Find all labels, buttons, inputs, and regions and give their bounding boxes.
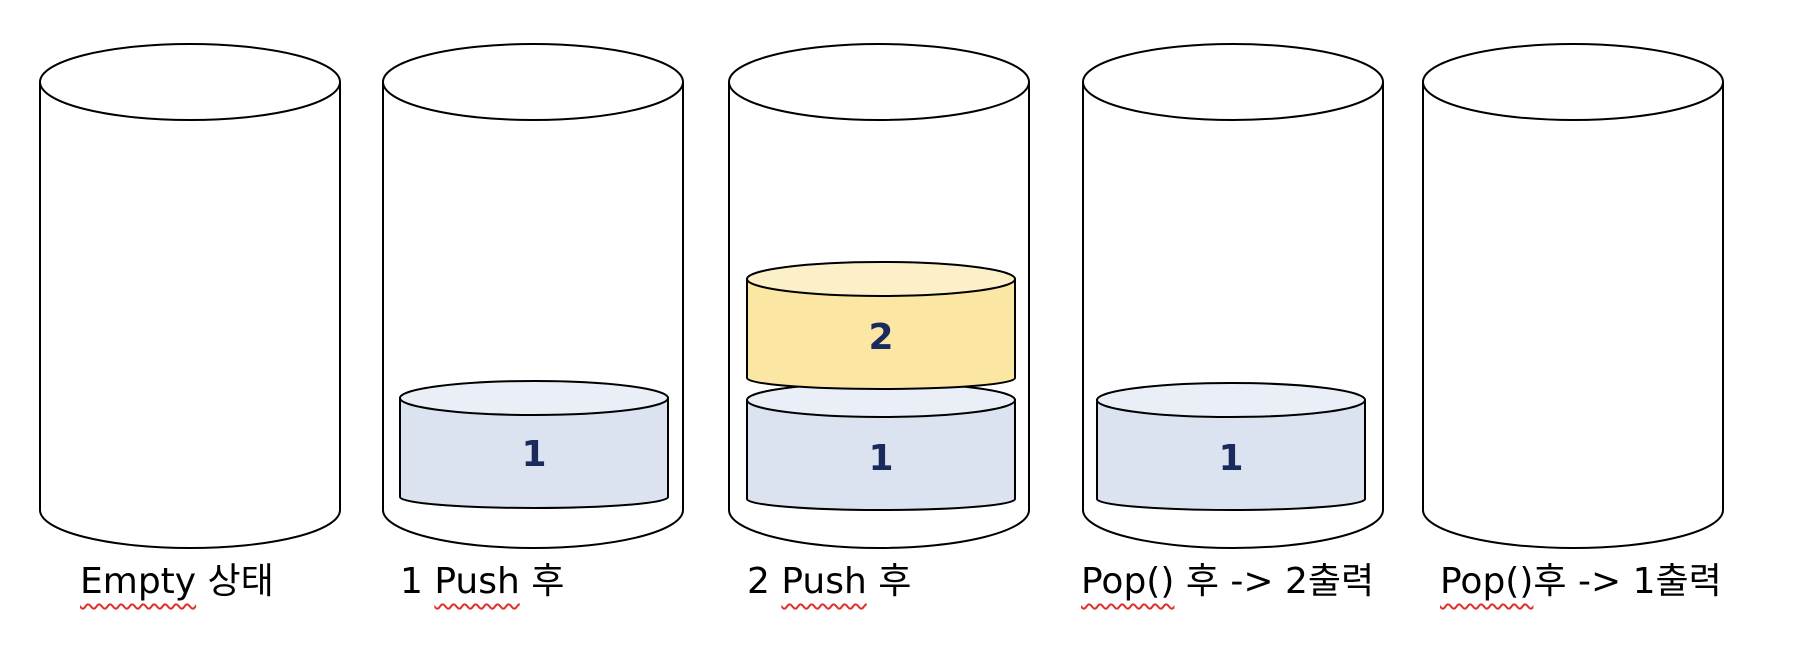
caption-keyword: Pop() <box>1440 561 1534 602</box>
caption-suffix: 후 <box>519 561 565 602</box>
caption-suffix: 후 -> 2출력 <box>1174 561 1375 602</box>
stack-item-2: 2 <box>746 261 1016 390</box>
caption-keyword: Empty <box>80 561 197 602</box>
caption-keyword: Push <box>781 561 867 602</box>
caption-keyword: Push <box>434 561 520 602</box>
caption-suffix: 상태 <box>196 561 274 602</box>
caption-pop-1: Pop() 후 -> 2출력 <box>1081 560 1374 604</box>
stack-item-1: 1 <box>399 380 669 509</box>
caption-prefix: 1 <box>400 561 435 602</box>
stack-item-label: 1 <box>521 434 546 475</box>
caption-keyword: Pop() <box>1081 561 1175 602</box>
caption-suffix: 후 -> 1출력 <box>1533 561 1722 602</box>
stack-item-1: 1 <box>1096 382 1366 511</box>
stack-item-label: 1 <box>868 438 893 479</box>
caption-suffix: 후 <box>866 561 912 602</box>
stack-item-label: 2 <box>868 317 893 358</box>
stack-item-label: 1 <box>1218 438 1243 479</box>
caption-prefix: 2 <box>747 561 782 602</box>
stack-container-pop-2 <box>1422 43 1724 549</box>
stack-item-1: 1 <box>746 382 1016 511</box>
caption-push-2: 2 Push 후 <box>747 560 911 604</box>
stack-container-empty <box>39 43 341 549</box>
caption-push-1: 1 Push 후 <box>400 560 564 604</box>
caption-empty: Empty 상태 <box>80 560 274 604</box>
caption-pop-2: Pop()후 -> 1출력 <box>1440 560 1722 604</box>
